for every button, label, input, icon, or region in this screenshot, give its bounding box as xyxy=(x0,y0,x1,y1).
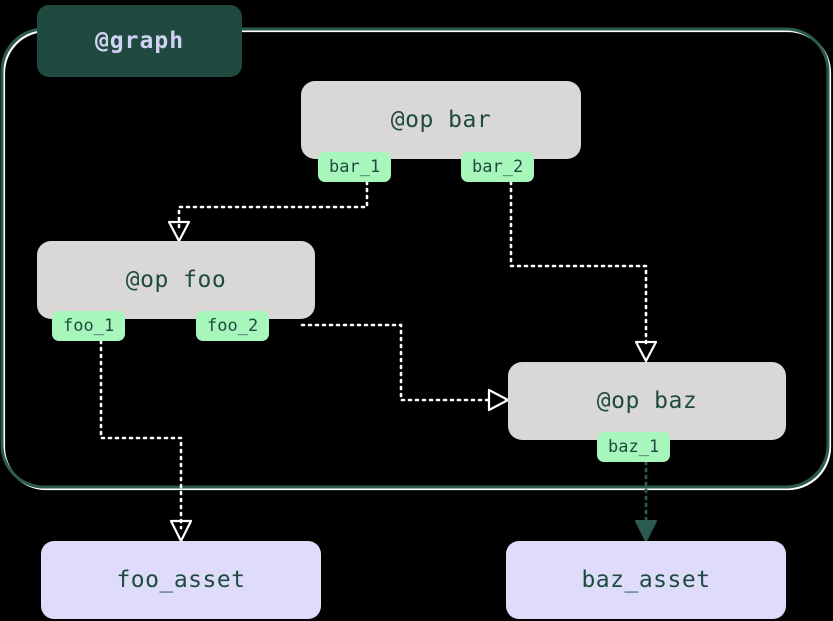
op-node-baz-label: @op baz xyxy=(596,388,698,414)
asset-node-foo-asset[interactable]: foo_asset xyxy=(41,541,321,619)
graph-label-text: @graph xyxy=(94,28,185,54)
edge-bar1-to-foo xyxy=(167,180,369,243)
edge-baz1-to-bazasset xyxy=(635,460,657,542)
asset-node-baz-asset[interactable]: baz_asset xyxy=(506,541,786,619)
op-node-baz[interactable]: @op baz xyxy=(508,362,786,440)
port-foo-1[interactable]: foo_1 xyxy=(52,311,126,341)
op-node-foo[interactable]: @op foo xyxy=(37,241,315,319)
op-node-bar[interactable]: @op bar xyxy=(301,81,581,159)
port-baz-1[interactable]: baz_1 xyxy=(597,432,671,462)
asset-node-baz-asset-label: baz_asset xyxy=(581,567,711,593)
port-baz-1-label: baz_1 xyxy=(608,437,660,457)
port-foo-2-label: foo_2 xyxy=(207,316,259,336)
port-foo-2[interactable]: foo_2 xyxy=(196,311,270,341)
graph-label-badge[interactable]: @graph xyxy=(37,5,242,77)
edge-bar2-to-baz xyxy=(509,180,658,363)
port-bar-2[interactable]: bar_2 xyxy=(461,152,535,182)
port-foo-1-label: foo_1 xyxy=(63,316,115,336)
op-node-bar-label: @op bar xyxy=(390,107,492,133)
asset-node-foo-asset-label: foo_asset xyxy=(116,567,246,593)
port-bar-1-label: bar_1 xyxy=(329,157,381,177)
op-node-foo-label: @op foo xyxy=(125,267,227,293)
edge-foo2-to-baz xyxy=(300,323,510,412)
port-bar-2-label: bar_2 xyxy=(472,157,524,177)
edge-foo1-to-fooasset xyxy=(99,339,193,543)
port-bar-1[interactable]: bar_1 xyxy=(318,152,392,182)
